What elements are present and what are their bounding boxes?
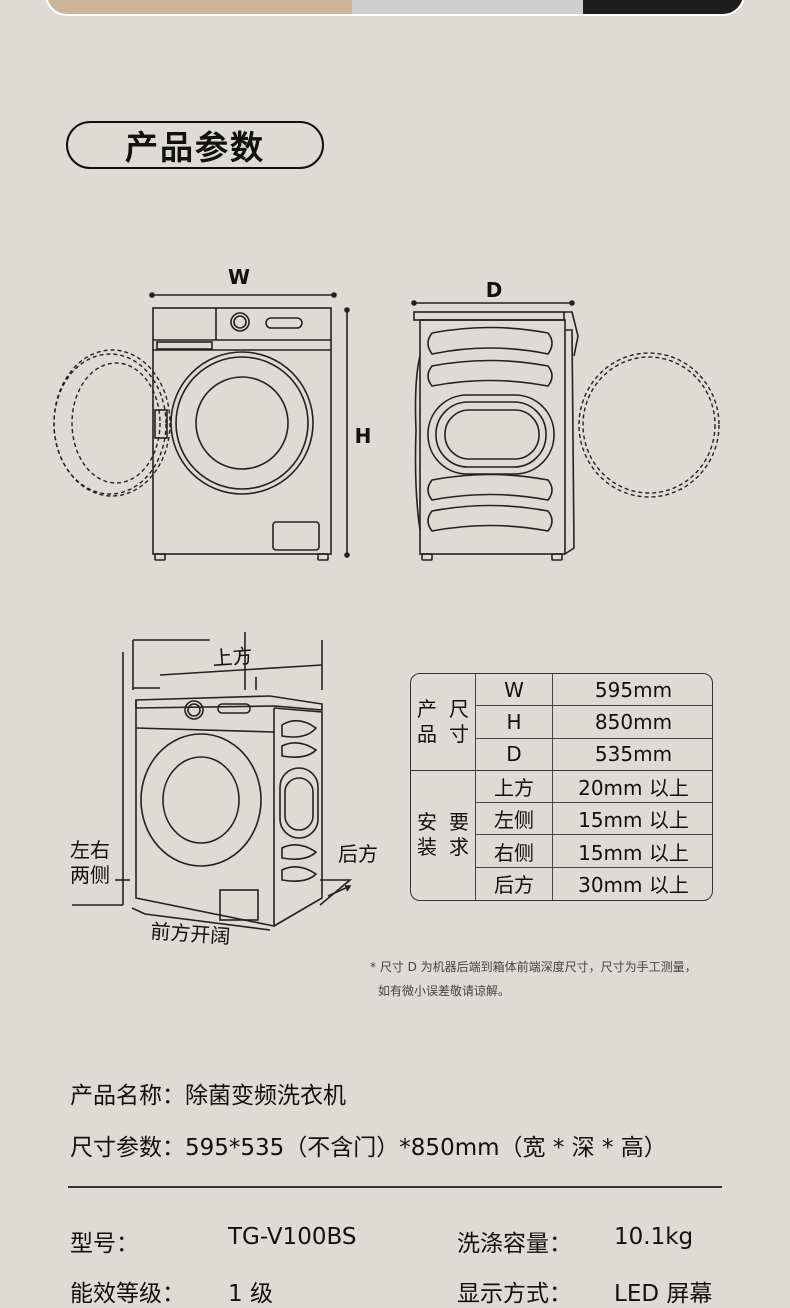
capacity-label: 洗涤容量： [457,1231,572,1257]
product-size-row: 尺寸参数：595*535（不含门）*850mm（宽 * 深 * 高） [70,1128,667,1162]
clearance-key: 右侧 [476,835,553,868]
depth-label: D [486,278,503,302]
clearance-key: 后方 [476,867,553,900]
measurement-footnote: * 尺寸 D 为机器后端到箱体前端深度尺寸，尺寸为手工测量， 如有微小误差敬请谅… [370,960,697,998]
clearance-value: 30mm 以上 [578,873,689,898]
spec-key: D [476,738,553,771]
display-value: LED 屏幕 [614,1281,713,1307]
product-size-group: 产品 尺寸 [411,674,476,771]
divider [68,1186,722,1188]
front-clearance-label: 前方开阔 [150,919,231,949]
front-door [170,351,314,495]
back-clearance-label: 后方 [338,842,378,866]
clearance-key: 上方 [476,770,553,804]
product-name-value: 除菌变频洗衣机 [185,1083,346,1109]
side-washer-body [419,319,566,555]
spec-key: H [476,706,553,739]
section-title: 产品参数 [66,121,324,169]
energy-value: 1 级 [228,1281,273,1307]
top-banner-image [45,0,745,16]
width-label: W [228,265,250,289]
side-door-swing-outer [578,352,720,498]
model-value: TG-V100BS [228,1224,357,1250]
spec-value: 595mm [553,674,712,707]
clearance-value: 15mm 以上 [553,835,712,868]
energy-label: 能效等级： [70,1281,185,1307]
spec-table: 产品 尺寸 W 595mm H 850mm D 535mm 安装 要求 上方 2… [410,673,713,901]
sides-clearance-label-line2: 两侧 [70,863,110,887]
spec-key: W [476,674,553,707]
capacity-value: 10.1kg [614,1224,694,1250]
door-swing-inner [71,362,161,484]
clearance-value: 20mm 以上 [553,771,712,804]
sides-clearance-label-line1: 左右 [70,838,110,862]
top-clearance-label: 上方 [212,644,254,671]
display-label: 显示方式： [457,1281,572,1307]
clearance-key: 左侧 [476,803,553,836]
dimension-diagram: W D H 上方 左右 两侧 后方 前方开阔 [53,265,720,949]
model-label: 型号： [70,1231,139,1257]
product-name-row: 产品名称：除菌变频洗衣机 [70,1076,346,1110]
clearance-value: 15mm 以上 [553,803,712,836]
product-size-value: 595*535（不含门）*850mm（宽 * 深 * 高） [185,1135,667,1161]
spec-value: 850mm [553,706,712,739]
front-washer-body [152,307,332,555]
install-requirements-group: 安装 要求 [411,770,476,900]
height-label: H [355,424,372,448]
spec-value: 535mm [553,739,712,771]
product-name-label: 产品名称： [70,1083,185,1109]
product-size-label: 尺寸参数： [70,1135,185,1161]
